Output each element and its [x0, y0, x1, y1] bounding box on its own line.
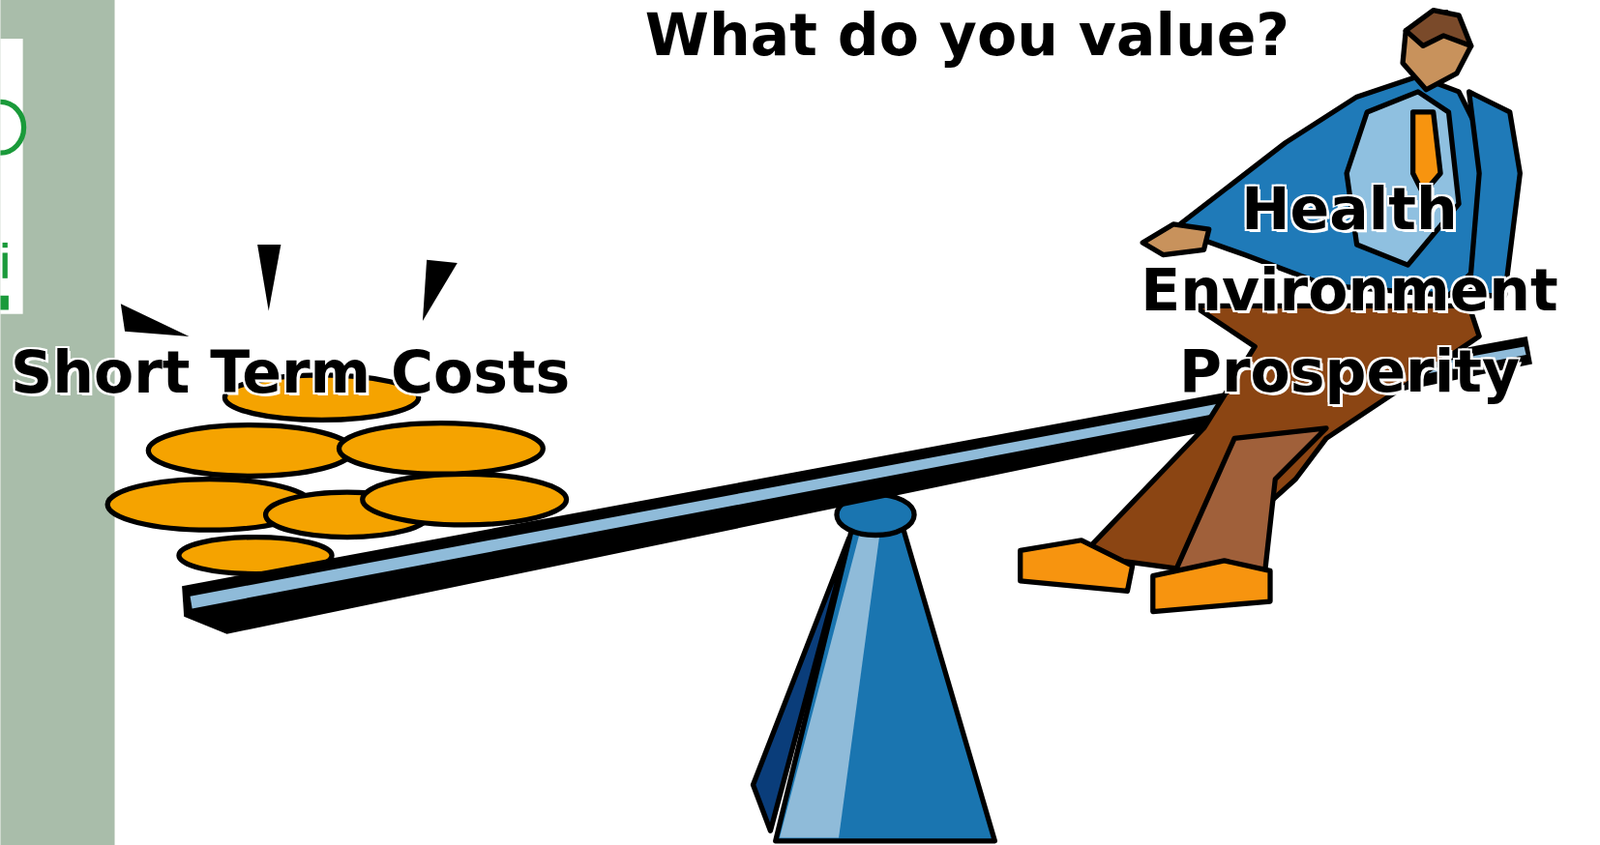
coin	[362, 474, 567, 526]
man-shoe	[1020, 540, 1133, 593]
slide-title: What do you value?	[580, 0, 1355, 70]
side-band	[0, 0, 115, 845]
value-label: Health Environment Prosperity	[1112, 168, 1587, 413]
man-hand	[1142, 224, 1210, 256]
fulcrum	[753, 494, 996, 841]
spark-line	[422, 260, 458, 322]
fulcrum-shade	[753, 538, 850, 832]
spark-line	[257, 244, 281, 312]
logo-mark	[0, 296, 8, 311]
coin	[338, 423, 543, 475]
man-hair	[1405, 10, 1471, 47]
spark-line	[120, 303, 190, 337]
logo-mark	[2, 252, 8, 278]
logo-mark	[2, 242, 8, 248]
man-shoe	[1153, 561, 1271, 613]
cost-label: Short Term Costs	[10, 338, 650, 407]
coin	[148, 425, 353, 477]
logo-ring	[0, 101, 24, 153]
man-leg	[1173, 428, 1327, 577]
logo-panel	[0, 38, 23, 315]
